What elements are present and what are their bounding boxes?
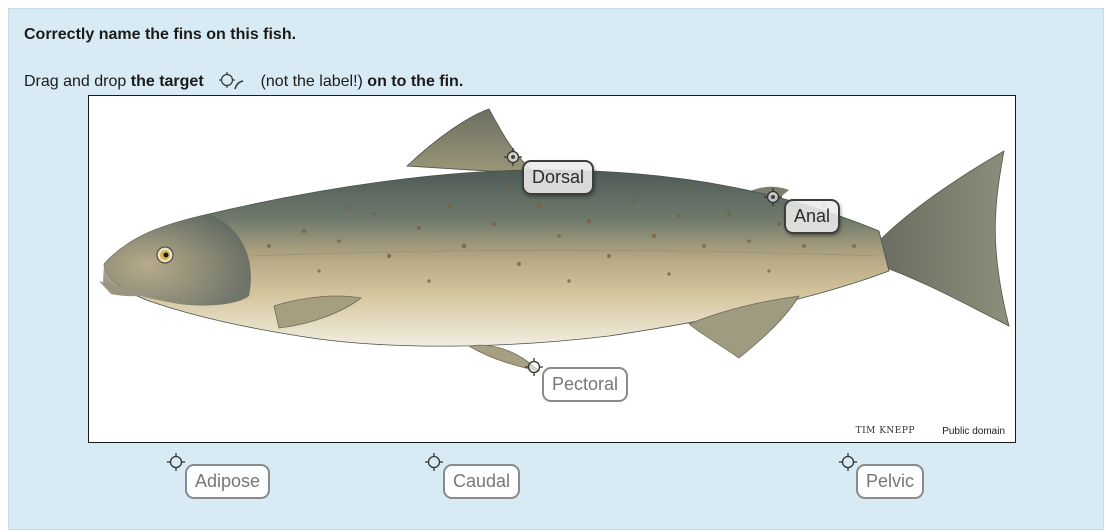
artist-signature: TIM KNEPP: [856, 426, 915, 436]
label-adipose[interactable]: Adipose: [185, 464, 270, 499]
instr-bold-target: the target: [131, 73, 204, 90]
instr-prefix: Drag and drop: [24, 73, 126, 90]
crosshair-target-icon[interactable]: [764, 188, 782, 206]
caudal-fin-shape: [879, 151, 1009, 326]
crosshair-target-icon[interactable]: [525, 358, 543, 376]
question-title: Correctly name the fins on this fish.: [24, 26, 296, 44]
instr-middle: (not the label!): [261, 73, 363, 90]
crosshair-target-icon[interactable]: [504, 148, 522, 166]
question-instructions: Drag and drop the target (not the label!…: [24, 70, 463, 91]
label-dorsal[interactable]: Dorsal: [522, 160, 594, 195]
crosshair-target-icon[interactable]: [167, 453, 185, 471]
drag-target-icon: [218, 70, 248, 90]
crosshair-target-icon[interactable]: [425, 453, 443, 471]
crosshair-target-icon[interactable]: [839, 453, 857, 471]
image-credit: Public domain: [942, 426, 1005, 437]
label-pectoral[interactable]: Pectoral: [542, 367, 628, 402]
label-caudal[interactable]: Caudal: [443, 464, 520, 499]
label-pelvic[interactable]: Pelvic: [856, 464, 924, 499]
instr-bold-fin: on to the fin.: [367, 73, 463, 90]
label-anal[interactable]: Anal: [784, 199, 840, 234]
